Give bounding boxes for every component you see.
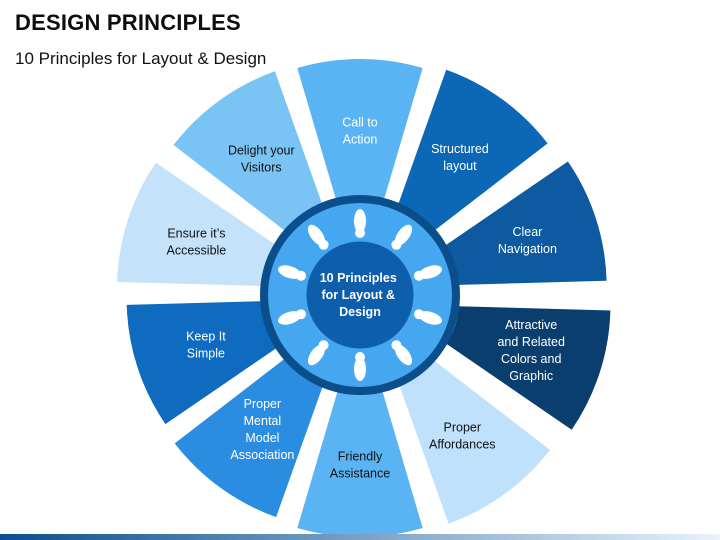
segment-label-structured-layout: Structured layout (431, 142, 489, 173)
segment-ensure-accessible (117, 162, 282, 287)
segment-label-line: Clear (512, 225, 542, 239)
petal-friendly-assistance (354, 357, 366, 381)
segment-label-line: and Related (497, 335, 564, 349)
petal-proper-affordances (394, 344, 413, 366)
segment-label-line: Proper (444, 420, 482, 434)
segment-label-line: Graphic (509, 369, 553, 383)
segment-label-keep-it-simple: Keep It Simple (186, 330, 226, 361)
hub-circle (303, 238, 417, 352)
petal-stem-call-to-action (355, 228, 365, 238)
petal-ensure-accessible (278, 265, 302, 279)
segment-label-line: Structured (431, 142, 489, 156)
petal-attractive-colors (418, 311, 442, 325)
petal-stem-friendly-assistance (355, 352, 365, 362)
hub-label-line: Design (339, 305, 381, 319)
segment-label-line: Assistance (330, 467, 390, 481)
segment-proper-affordances (397, 357, 550, 524)
segment-structured-layout (395, 69, 548, 237)
page-title: DESIGN PRINCIPLES (15, 10, 241, 35)
petal-stem-ensure-accessible (296, 270, 306, 281)
page-subtitle: 10 Principles for Layout & Design (15, 49, 267, 68)
hub-label: 10 Principles for Layout & Design (320, 271, 401, 319)
segment-friendly-assistance (297, 382, 423, 538)
segment-label-line: Mental (244, 414, 282, 428)
petal-stem-proper-mental-model (318, 340, 329, 351)
petal-proper-mental-model (307, 344, 326, 366)
segment-proper-mental-model (174, 350, 328, 518)
segment-label-line: Colors and (501, 352, 561, 366)
petal-stem-attractive-colors (414, 309, 424, 320)
segment-label-line: layout (443, 159, 477, 173)
petal-stem-delight-visitors (318, 239, 329, 250)
segment-delight-visitors (173, 71, 326, 238)
hub-label-line: 10 Principles (320, 271, 397, 285)
petal-stem-structured-layout (391, 239, 402, 250)
bottom-gradient-bar (0, 534, 720, 540)
petal-stem-clear-navigation (414, 270, 424, 281)
segment-attractive-colors (446, 306, 611, 430)
segment-label-call-to-action: Call to Action (342, 116, 377, 147)
petal-call-to-action (354, 209, 366, 233)
petal-delight-visitors (307, 224, 326, 246)
petal-stem-keep-it-simple (296, 309, 306, 320)
petal-clear-navigation (418, 265, 442, 279)
segment-label-line: Action (343, 133, 378, 147)
segment-label-line: Proper (244, 397, 282, 411)
segment-label-line: Association (230, 448, 294, 462)
segment-label-line: Affordances (429, 437, 495, 451)
segment-label-line: Keep It (186, 330, 226, 344)
segment-label-line: Delight your (228, 144, 295, 158)
segment-keep-it-simple (126, 300, 291, 425)
segment-label-line: Call to (342, 116, 377, 130)
segment-label-line: Accessible (167, 243, 227, 257)
segment-label-line: Ensure it’s (167, 226, 225, 240)
segment-label-line: Visitors (241, 161, 282, 175)
petal-keep-it-simple (278, 311, 302, 325)
petal-structured-layout (394, 224, 413, 246)
segment-label-line: Attractive (505, 318, 557, 332)
segment-label-line: Simple (187, 347, 225, 361)
segment-clear-navigation (442, 161, 607, 285)
segment-call-to-action (297, 58, 423, 214)
hub-label-line: for Layout & (321, 288, 395, 302)
petal-stem-proper-affordances (391, 340, 402, 351)
segment-label-line: Model (245, 431, 279, 445)
segment-label-line: Friendly (338, 450, 383, 464)
segment-label-line: Navigation (498, 242, 557, 256)
